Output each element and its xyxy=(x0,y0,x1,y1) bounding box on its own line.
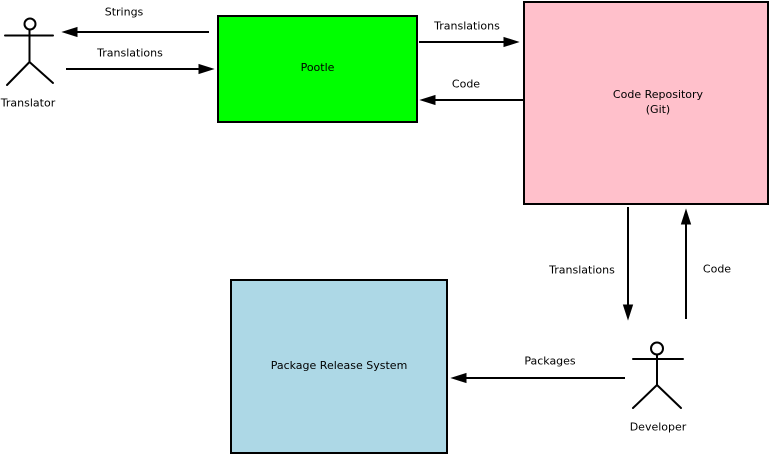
edge-code-to-pootle-arrow xyxy=(419,94,523,106)
edge-translations-to-pootle-label: Translations xyxy=(97,46,163,60)
edge-translations-to-repository-arrow xyxy=(419,36,520,48)
developer-actor-icon xyxy=(632,341,684,409)
developer-label: Developer xyxy=(629,420,687,434)
code-repository-label: Code Repository (Git) xyxy=(612,88,704,116)
package-release-system-label: Package Release System xyxy=(270,359,408,373)
node-pootle xyxy=(217,15,418,123)
edge-translations-to-pootle-arrow xyxy=(66,63,215,75)
edge-packages-arrow xyxy=(450,372,625,384)
edge-packages-label: Packages xyxy=(524,354,576,368)
edge-code-to-repository-arrow xyxy=(680,208,692,319)
node-package-release-system xyxy=(230,279,448,454)
edge-code-to-repository-label: Code xyxy=(702,262,732,276)
translator-label: Translator xyxy=(0,96,56,110)
edge-code-to-pootle-label: Code xyxy=(451,77,481,91)
edge-translations-to-repository-label: Translations xyxy=(434,19,500,33)
pootle-label: Pootle xyxy=(300,61,335,75)
translator-actor-icon xyxy=(4,17,54,86)
edge-translations-to-developer-arrow xyxy=(622,207,634,321)
edge-translations-to-developer-label: Translations xyxy=(549,263,615,277)
node-code-repository xyxy=(523,1,769,205)
edge-strings-arrow xyxy=(61,26,209,38)
edge-strings-label: Strings xyxy=(104,5,144,19)
